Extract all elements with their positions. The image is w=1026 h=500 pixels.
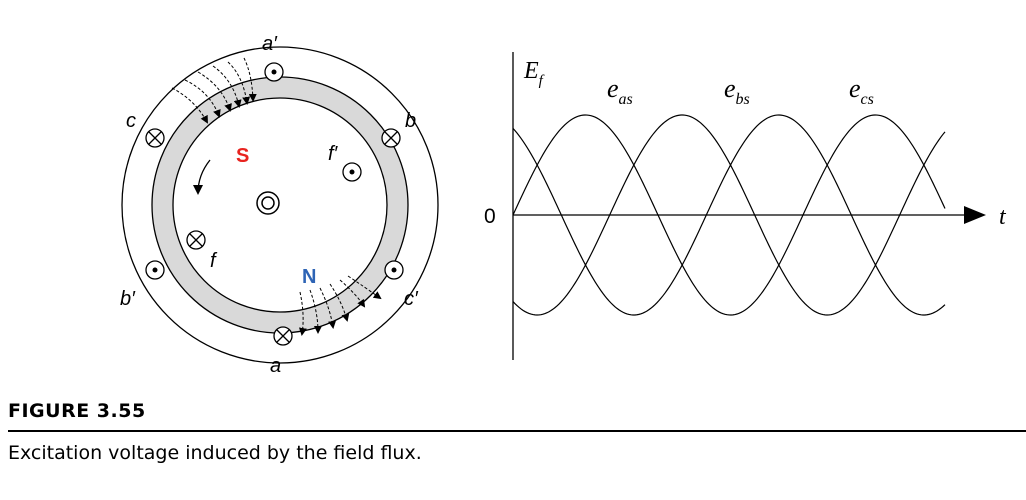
label-c-prime: c′ [404, 288, 419, 310]
shaft-icon [256, 191, 280, 215]
label-a-prime: a′ [262, 33, 278, 55]
figure-number: FIGURE 3.55 [8, 400, 1026, 432]
conductor-b-cross-icon [381, 128, 401, 148]
series-label-e-as: eas [607, 74, 633, 108]
machine-cross-section: a′ a b b′ c c′ f f′ S N [120, 33, 439, 377]
conductor-c-cross-icon [145, 128, 165, 148]
conductor-f-cross-icon [186, 230, 206, 250]
series-label-e-bs: ebs [724, 74, 750, 108]
flux-lines-south [171, 57, 257, 124]
rotor-circle [172, 97, 388, 313]
conductor-b-prime-dot-icon [145, 260, 165, 280]
waveform-plot: Ef t 0 eas ebs ecs [484, 52, 1007, 360]
waveform-e-as [512, 114, 946, 316]
waveform-e-bs [512, 114, 946, 316]
conductor-a-prime-dot-icon [264, 62, 284, 82]
label-f: f [210, 250, 218, 272]
conductor-c-prime-dot-icon [384, 260, 404, 280]
label-b: b [405, 110, 416, 132]
y-axis-label: Ef [523, 58, 545, 89]
x-axis-arrow-icon [964, 206, 986, 224]
figure-illustration: a′ a b b′ c c′ f f′ S N Ef t 0 eas ebs e… [120, 33, 1007, 377]
x-axis-label: t [999, 204, 1007, 230]
rotation-arrow-icon [193, 159, 211, 195]
conductor-a-cross-icon [273, 326, 293, 346]
waveform-e-cs [512, 114, 946, 316]
north-pole-label: N [302, 266, 316, 288]
origin-label: 0 [484, 205, 496, 228]
conductor-f-prime-dot-icon [342, 162, 362, 182]
label-c: c [126, 110, 136, 132]
label-f-prime: f′ [328, 143, 339, 165]
label-a: a [270, 355, 281, 377]
figure-caption-block: FIGURE 3.55 Excitation voltage induced b… [8, 400, 1026, 464]
series-label-e-cs: ecs [849, 74, 874, 108]
label-b-prime: b′ [120, 288, 136, 310]
south-pole-label: S [236, 145, 249, 167]
figure-caption: Excitation voltage induced by the field … [8, 442, 422, 464]
flux-lines-north [298, 275, 382, 336]
